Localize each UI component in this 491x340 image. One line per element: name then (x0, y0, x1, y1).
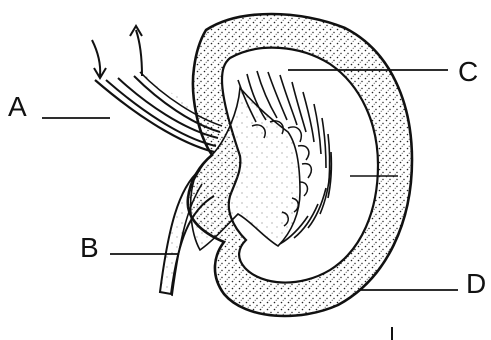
label-d: D (466, 270, 486, 298)
label-b: B (80, 234, 99, 262)
outflow-arrow (136, 30, 142, 76)
label-a: A (8, 93, 27, 121)
label-c: C (458, 58, 478, 86)
